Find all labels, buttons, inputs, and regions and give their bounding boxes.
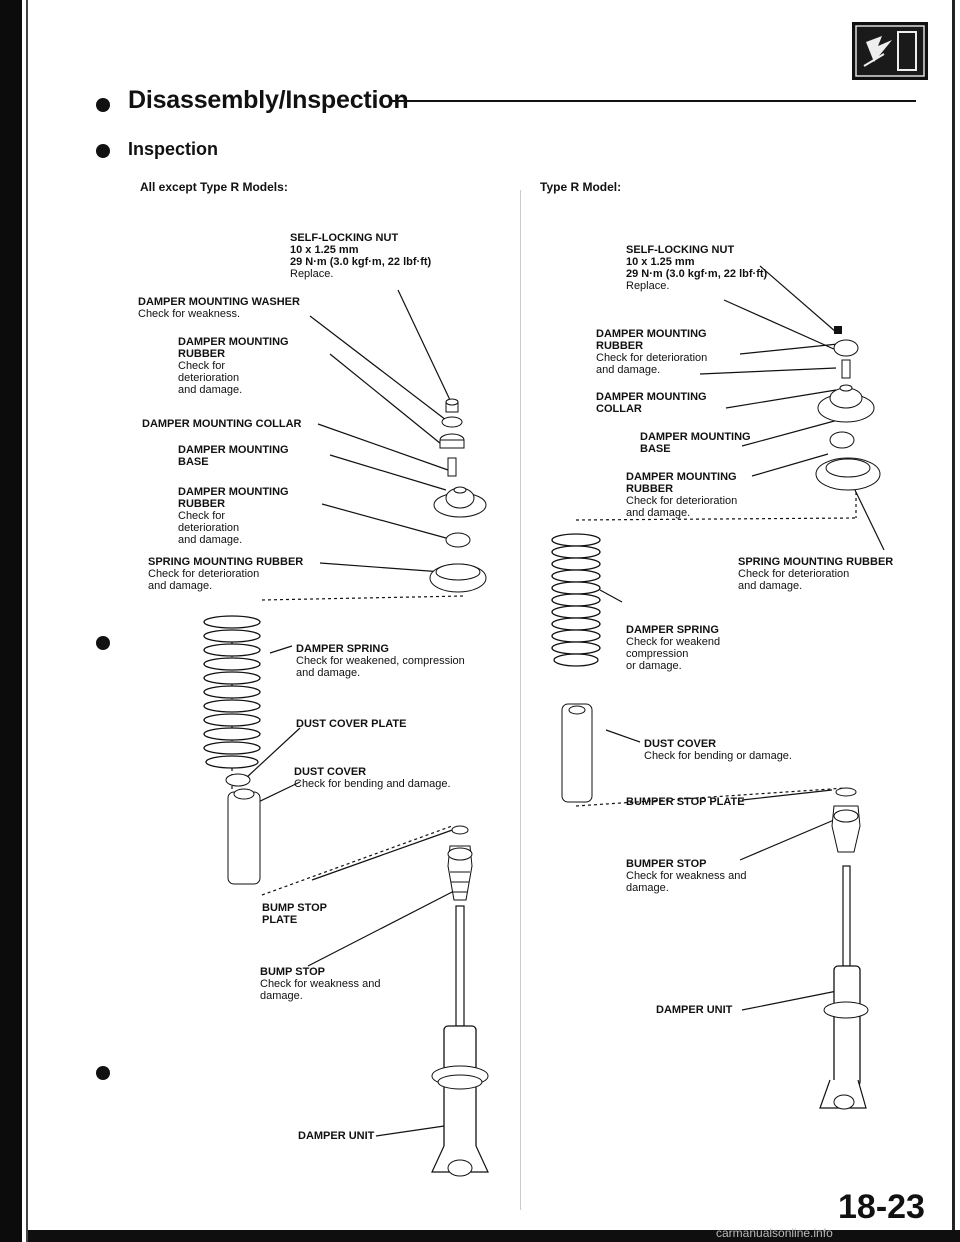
right-column-heading: Type R Model: — [540, 180, 622, 194]
bullet-marker — [96, 1066, 110, 1080]
right-dust-cover-label: DUST COVER Check for bending or damage. — [644, 738, 792, 762]
dust-cover-plate-icon — [225, 773, 251, 787]
left-dust-cover-label: DUST COVER Check for bending and damage. — [294, 766, 451, 790]
rubber-icon — [445, 532, 471, 548]
left-spring-rubber-label: SPRING MOUNTING RUBBER Check for deterio… — [148, 556, 304, 592]
right-rubber2-label: DAMPER MOUNTING RUBBER Check for deterio… — [626, 471, 738, 519]
left-nut-label: SELF-LOCKING NUT 10 x 1.25 mm 29 N·m (3.… — [290, 232, 432, 280]
coil-spring-icon — [551, 533, 601, 667]
left-collar-label: DAMPER MOUNTING COLLAR — [142, 418, 302, 430]
bump-stop-plate-icon — [451, 825, 469, 835]
damper-unit-icon — [431, 905, 489, 1177]
rubber-icon — [439, 433, 465, 449]
section-heading: Inspection — [128, 139, 219, 159]
right-spring-label: DAMPER SPRING Check for weakend compress… — [626, 624, 721, 672]
washer-icon — [441, 416, 463, 428]
bullet-marker — [96, 144, 110, 158]
dust-cover-icon — [561, 703, 593, 803]
right-bumper-stop-plate-label: BUMPER STOP PLATE — [626, 796, 745, 808]
left-rubber2-label: DAMPER MOUNTING RUBBER Check for deterio… — [178, 486, 289, 546]
right-spring-rubber-label: SPRING MOUNTING RUBBER Check for deterio… — [738, 556, 894, 592]
right-base-label: DAMPER MOUNTING BASE — [640, 431, 751, 455]
binding-edge — [0, 0, 22, 1242]
damper-unit-icon — [819, 865, 869, 1110]
binding-edge-line — [26, 0, 28, 1242]
bullet-marker — [96, 636, 110, 650]
bump-stop-icon — [447, 845, 473, 901]
left-column-heading: All except Type R Models: — [140, 180, 288, 194]
page-title: Disassembly/Inspection — [128, 86, 409, 114]
watermark: carmanualsonline.info — [716, 1226, 833, 1240]
spring-rubber-icon — [815, 457, 881, 491]
left-rubber-label: DAMPER MOUNTING RUBBER Check for deterio… — [178, 336, 289, 396]
right-rubber-label: DAMPER MOUNTING RUBBER Check for deterio… — [596, 328, 708, 376]
bullet-marker — [96, 98, 110, 112]
bottom-edge-bar — [28, 1230, 960, 1242]
right-damper-unit-label: DAMPER UNIT — [656, 1004, 733, 1016]
nut-icon — [834, 326, 842, 334]
coil-spring-icon — [203, 615, 261, 769]
bumper-stop-icon — [831, 805, 861, 853]
page-number: 18-23 — [838, 1188, 925, 1226]
spring-rubber-icon — [429, 563, 487, 593]
collar-icon — [841, 359, 851, 379]
bumper-stop-plate-icon — [835, 787, 857, 797]
suspension-logo-icon — [852, 22, 928, 80]
right-bumper-stop-label: BUMPER STOP Check for weakness and damag… — [626, 858, 747, 894]
mount-base-icon — [817, 384, 875, 423]
rubber-icon — [833, 339, 859, 357]
right-nut-label: SELF-LOCKING NUT 10 x 1.25 mm 29 N·m (3.… — [626, 244, 768, 292]
nut-icon — [445, 398, 459, 413]
right-edge-rule — [952, 0, 955, 1242]
rubber-icon — [829, 431, 855, 449]
left-washer-label: DAMPER MOUNTING WASHER Check for weaknes… — [138, 296, 300, 320]
left-dust-cover-plate-label: DUST COVER PLATE — [296, 718, 407, 730]
column-divider — [520, 190, 521, 1210]
mount-base-icon — [433, 486, 487, 518]
collar-icon — [447, 457, 457, 477]
title-rule — [392, 100, 916, 102]
left-damper-unit-label: DAMPER UNIT — [298, 1130, 375, 1142]
left-base-label: DAMPER MOUNTING BASE — [178, 444, 289, 468]
left-spring-label: DAMPER SPRING Check for weakened, compre… — [296, 643, 465, 679]
dust-cover-icon — [227, 788, 261, 885]
right-collar-label: DAMPER MOUNTING COLLAR — [596, 391, 707, 415]
left-bump-stop-plate-label: BUMP STOP PLATE — [262, 902, 327, 926]
left-bump-stop-label: BUMP STOP Check for weakness and damage. — [260, 966, 381, 1002]
